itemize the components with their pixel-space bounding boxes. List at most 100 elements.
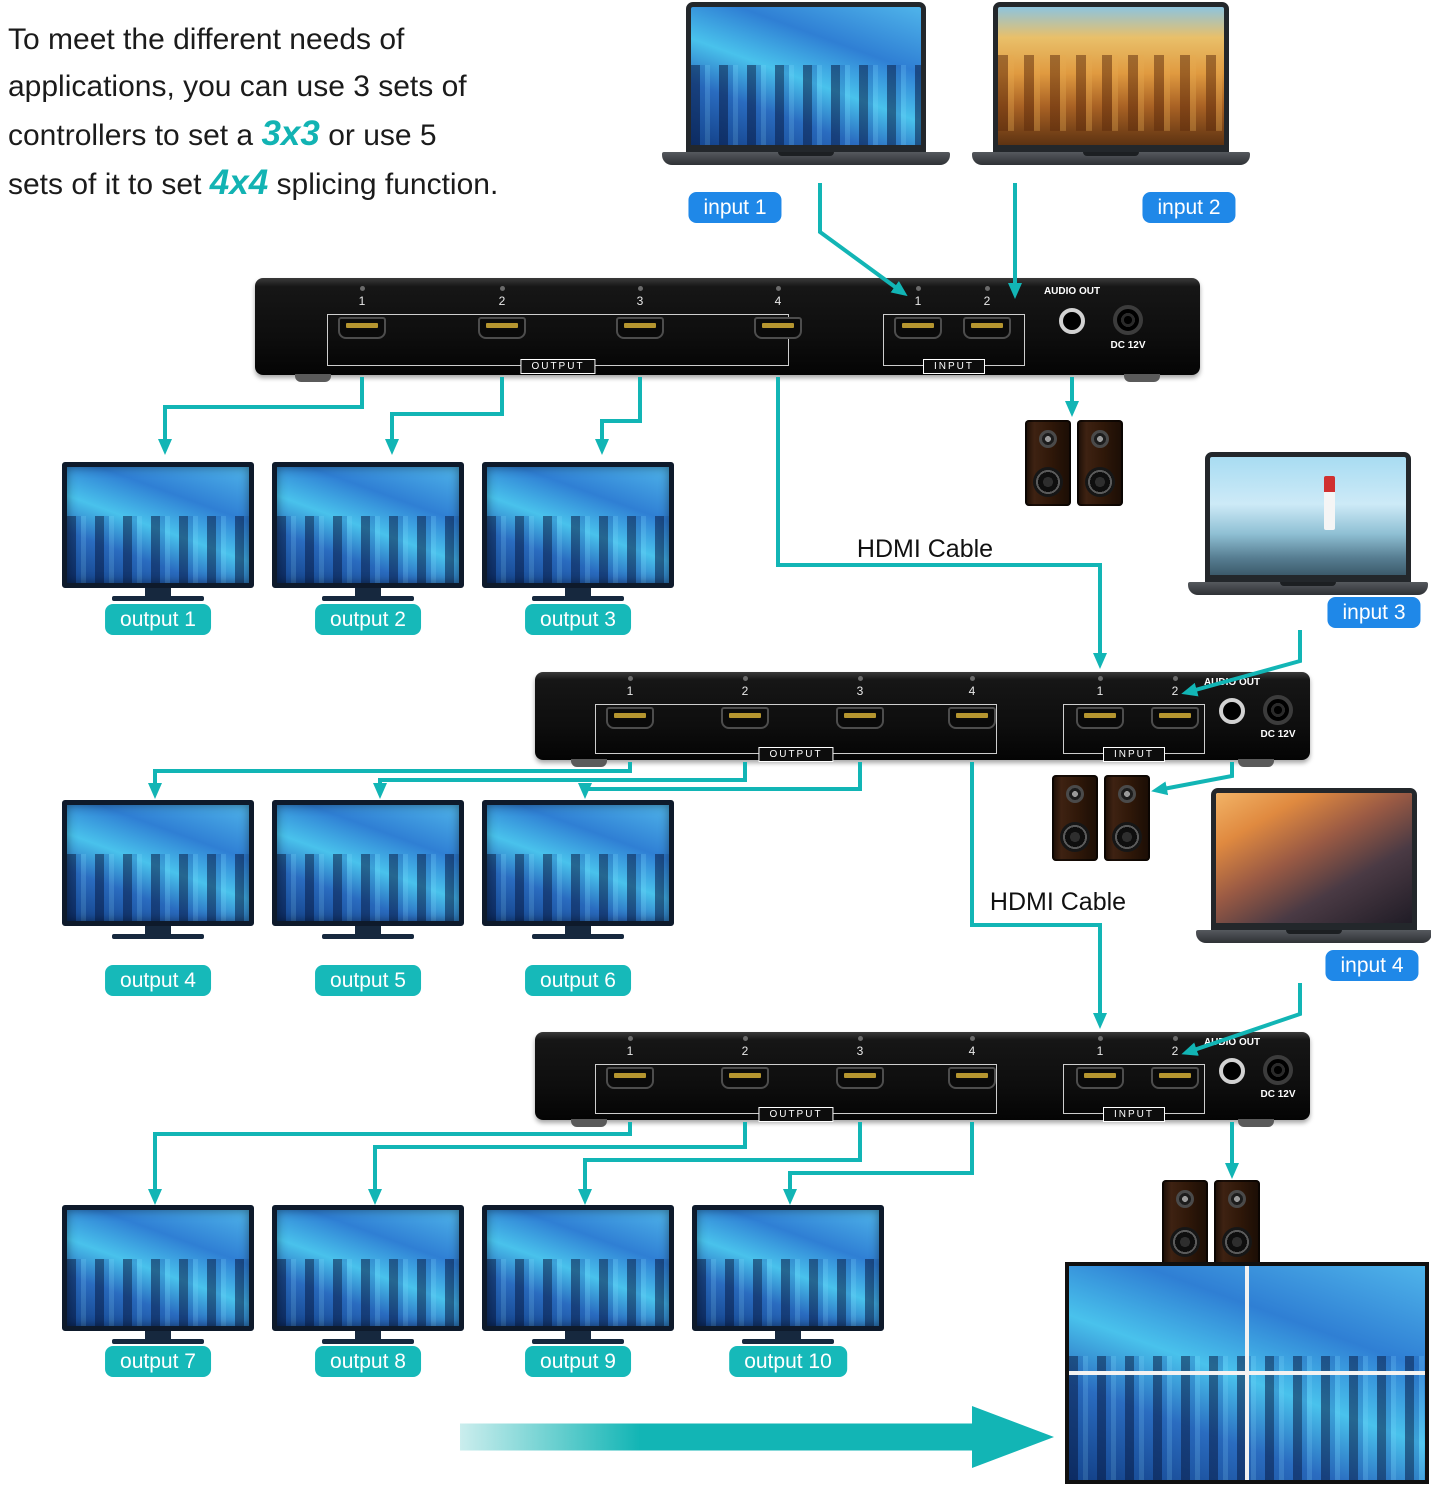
tv-stand (775, 1331, 801, 1339)
laptop-screen (1211, 788, 1417, 930)
video-wall-divider-horizontal (1069, 1371, 1425, 1375)
output-port-1: 1 (334, 286, 390, 339)
laptop-input-4 (1196, 788, 1431, 943)
screw-icon (984, 286, 990, 291)
tv-stand-base (532, 596, 624, 601)
screw-icon (742, 1036, 748, 1041)
screw-icon (857, 1036, 863, 1041)
intro-text: To meet the different needs of applicati… (8, 16, 648, 208)
screw-icon (742, 676, 748, 681)
tv-output-7 (62, 1205, 254, 1344)
output-port-1: 1 (602, 676, 658, 729)
hdmi-port-icon (606, 1067, 654, 1089)
hdmi-port-icon (948, 707, 996, 729)
tv-stand (565, 1331, 591, 1339)
audio-out-label: AUDIO OUT (1203, 1037, 1261, 1048)
input-3-badge: input 3 (1327, 597, 1421, 628)
dc-label: DC 12V (1110, 340, 1146, 351)
port-number: 3 (856, 1044, 864, 1058)
port-number: 1 (358, 294, 366, 308)
hdmi-port-icon (894, 317, 942, 339)
dc-label: DC 12V (1260, 729, 1296, 740)
intro-line-1: To meet the different needs of (8, 23, 405, 56)
output-2-badge: output 2 (315, 604, 421, 635)
hdmi-port-icon (836, 707, 884, 729)
input-port-group: INPUT (883, 314, 1025, 374)
tv-stand (565, 588, 591, 596)
intro-line-2: applications, you can use 3 sets of (8, 70, 467, 103)
input-group-label: INPUT (1103, 1107, 1165, 1122)
tv-output-5 (272, 800, 464, 939)
hdmi-port-icon (616, 317, 664, 339)
hdmi-controller-2: OUTPUT INPUT 1 2 3 4 1 2 AUDIO OUT DC 12… (535, 672, 1310, 767)
port-number: 2 (1171, 684, 1179, 698)
hdmi-controller-1: OUTPUT INPUT 1 2 3 4 1 2 AUDIO OUT DC 12… (255, 278, 1200, 382)
input-2-badge: input 2 (1142, 192, 1236, 223)
tv-screen (62, 462, 254, 588)
port-number: 1 (626, 684, 634, 698)
laptop-input-1 (662, 2, 950, 165)
screw-icon (775, 286, 781, 291)
output-port-1: 1 (602, 1036, 658, 1089)
port-number: 4 (968, 684, 976, 698)
laptop-screen-image (998, 7, 1224, 145)
hdmi-port-icon (721, 1067, 769, 1089)
port-number: 2 (983, 294, 991, 308)
screw-icon (627, 676, 633, 681)
output-7-badge: output 7 (105, 1346, 211, 1377)
tv-stand-base (532, 1339, 624, 1344)
screw-icon (969, 1036, 975, 1041)
output-10-badge: output 10 (729, 1346, 847, 1377)
device-foot (1238, 1119, 1274, 1127)
device-foot (1124, 374, 1160, 382)
hdmi-port-icon (948, 1067, 996, 1089)
screw-icon (1097, 676, 1103, 681)
screw-icon (1172, 676, 1178, 681)
video-wall (1065, 1262, 1429, 1484)
tv-stand (145, 588, 171, 596)
tv-screen (482, 1205, 674, 1331)
laptop-screen-image (1216, 793, 1412, 923)
output-port-4: 4 (944, 676, 1000, 729)
output-6-badge: output 6 (525, 965, 631, 996)
port-number: 3 (636, 294, 644, 308)
screw-icon (969, 676, 975, 681)
port-number: 4 (968, 1044, 976, 1058)
input-port-2: 2 (959, 286, 1015, 339)
dc-power-jack (1113, 305, 1143, 335)
hdmi-port-icon (1151, 1067, 1199, 1089)
output-port-group: OUTPUT (595, 704, 997, 762)
tv-screen (482, 800, 674, 926)
input-group-label: INPUT (1103, 747, 1165, 762)
output-group-label: OUTPUT (758, 1107, 834, 1122)
audio-jack (1059, 308, 1085, 334)
device-foot (1238, 759, 1274, 767)
port-number: 2 (741, 684, 749, 698)
port-number: 1 (914, 294, 922, 308)
screw-icon (499, 286, 505, 291)
tv-stand-base (112, 1339, 204, 1344)
output-port-2: 2 (717, 676, 773, 729)
output-port-2: 2 (474, 286, 530, 339)
hdmi-port-icon (606, 707, 654, 729)
big-arrow (460, 1406, 1054, 1468)
tv-stand (355, 588, 381, 596)
output-8-badge: output 8 (315, 1346, 421, 1377)
speaker-box (1214, 1180, 1260, 1266)
tv-screen (62, 800, 254, 926)
speaker-box (1052, 775, 1098, 861)
tv-stand-base (742, 1339, 834, 1344)
screw-icon (637, 286, 643, 291)
hdmi-port-icon (754, 317, 802, 339)
audio-out-label: AUDIO OUT (1043, 286, 1101, 297)
tv-stand-base (322, 934, 414, 939)
input-port-1: 1 (1072, 1036, 1128, 1089)
output-port-group: OUTPUT (327, 314, 789, 374)
tv-screen (272, 800, 464, 926)
output-9-badge: output 9 (525, 1346, 631, 1377)
tv-stand (145, 926, 171, 934)
port-number: 4 (774, 294, 782, 308)
tv-screen (272, 1205, 464, 1331)
laptop-keyboard (972, 152, 1250, 165)
speaker-box (1025, 420, 1071, 506)
